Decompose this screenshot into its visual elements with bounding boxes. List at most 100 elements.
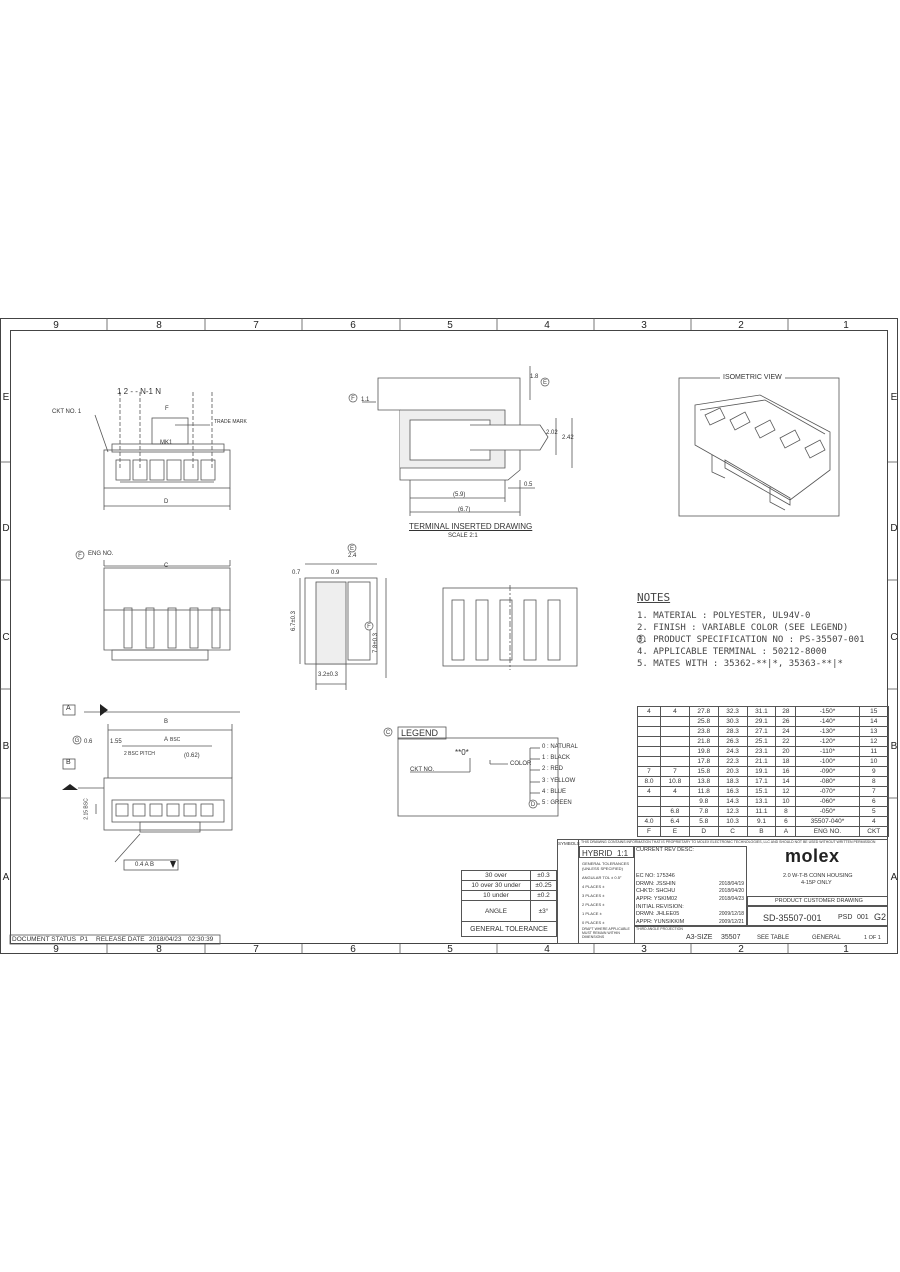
table-cell: 28.3 [717,726,748,737]
table-cell: 5 [858,806,890,817]
table-cell: -080* [795,776,860,787]
table-cell: 32.3 [717,706,748,717]
table-cell [637,806,661,817]
notes-title: NOTES [637,591,671,604]
legend-ckt-no: CKT NO. [410,767,435,773]
table-cell: -090* [795,766,860,777]
dim-6-7: (6.7) [458,507,471,513]
datum-a: A [66,705,71,712]
zone-label: 9 [53,320,59,331]
table-header-cell: D [688,826,719,837]
note-item: 5. MATES WITH : 35362-**|*, 35363-**|* [637,659,843,669]
table-cell: 12.3 [717,806,748,817]
table-header-cell: CKT [858,826,890,837]
release-date-label: RELEASE DATE [96,936,145,943]
tolerance-value: ±0.25 [530,880,557,891]
svg-text:C: C [386,730,391,736]
table-cell: 10.8 [659,776,690,787]
dim-2-42: 2.42 [562,435,574,441]
table-header-cell: A [775,826,797,837]
tolerance-row: ANGLE±3° [461,900,557,922]
table-cell [637,756,661,767]
dim-6-7-height: 6.7±0.3 [290,611,297,631]
third-angle-label: THIRD ANGLE PROJECTION [636,927,683,931]
legend-color-item: 4 : BLUE [542,789,567,795]
table-header-cell: E [659,826,690,837]
scale-value: 1:1 [617,849,629,858]
places-1: 1 PLACE ± [582,911,602,916]
dim-2-4: 2.4 [348,553,357,559]
doc-type-code: PSD [838,914,853,921]
svg-text:F: F [78,553,82,559]
note-item: 2. FINISH : VARIABLE COLOR (SEE LEGEND) [637,623,849,633]
tolerance-row: 30 over±0.3 [461,870,557,881]
doc-type-box [747,896,888,906]
places-2: 2 PLACES ± [582,902,605,907]
table-cell: 13.8 [688,776,719,787]
table-cell: 17.1 [746,776,777,787]
table-header-cell: C [717,826,748,837]
doc-status-value: P1 [80,936,88,943]
zone-label: B [890,741,898,752]
table-cell: 15.8 [688,766,719,777]
table-cell: 28 [775,706,797,717]
table-cell: 14 [858,716,890,727]
initial-approved-by: APPR: YUNSIKKIM [636,919,685,925]
tolerance-range: 10 under [461,890,531,901]
disclaimer: THIS DRAWING CONTAINS INFORMATION THAT I… [581,840,876,844]
zone-label: B [2,741,10,752]
table-cell: 8 [858,776,890,787]
zone-label: C [890,632,898,643]
table-cell: -140* [795,716,860,727]
material-number: SEE TABLE [757,935,790,941]
general-tolerances-label: GENERAL TOLERANCES (UNLESS SPECIFIED) [582,861,630,871]
feature-control-frame: 0.4 A B [135,862,155,868]
table-cell: -130* [795,726,860,737]
isometric-title: ISOMETRIC VIEW [720,374,785,381]
dim-1-55: 1.55 [110,739,122,745]
table-cell: 5.8 [688,816,719,827]
table-cell: 21.8 [688,736,719,747]
table-cell: 8 [775,806,797,817]
zone-label: 5 [447,944,453,955]
table-cell: 24.3 [717,746,748,757]
checked-date: 2018/04/20 [719,888,745,894]
zone-label: 9 [53,944,59,955]
dim-0-9: 0.9 [331,570,340,576]
table-cell: 15 [858,706,890,717]
table-cell: 11.8 [688,786,719,797]
zone-label: 8 [156,320,162,331]
tolerance-row: GENERAL TOLERANCE [461,921,557,937]
legend-color-item: 3 : YELLOW [542,778,576,784]
table-cell [637,736,661,747]
zone-label: D [2,523,10,534]
series: 35507 [721,934,741,941]
dim-f: F [165,406,169,412]
symbols-label: SYMBOLS [558,841,580,846]
svg-text:F: F [367,624,371,630]
drawn-by: DRWN: JSSHIN [636,881,676,887]
table-header-cell: F [637,826,661,837]
table-cell: 30.3 [717,716,748,727]
table-cell: 19.1 [746,766,777,777]
zone-label: 6 [350,320,356,331]
zone-label: 6 [350,944,356,955]
datum-b: B [66,759,71,766]
note-item: 4. APPLICABLE TERMINAL : 50212-8000 [637,647,827,657]
tolerance-row: 10 over 30 under±0.25 [461,880,557,891]
table-cell: 7 [858,786,890,797]
approved-date: 2018/04/23 [719,896,745,902]
table-cell: 24 [775,726,797,737]
svg-text:E: E [543,380,547,386]
table-cell: 18.3 [717,776,748,787]
dim-c: C [164,563,169,569]
table-header-cell: B [746,826,777,837]
eng-no-label: ENG NO. [88,551,114,557]
svg-text:E: E [350,546,354,552]
